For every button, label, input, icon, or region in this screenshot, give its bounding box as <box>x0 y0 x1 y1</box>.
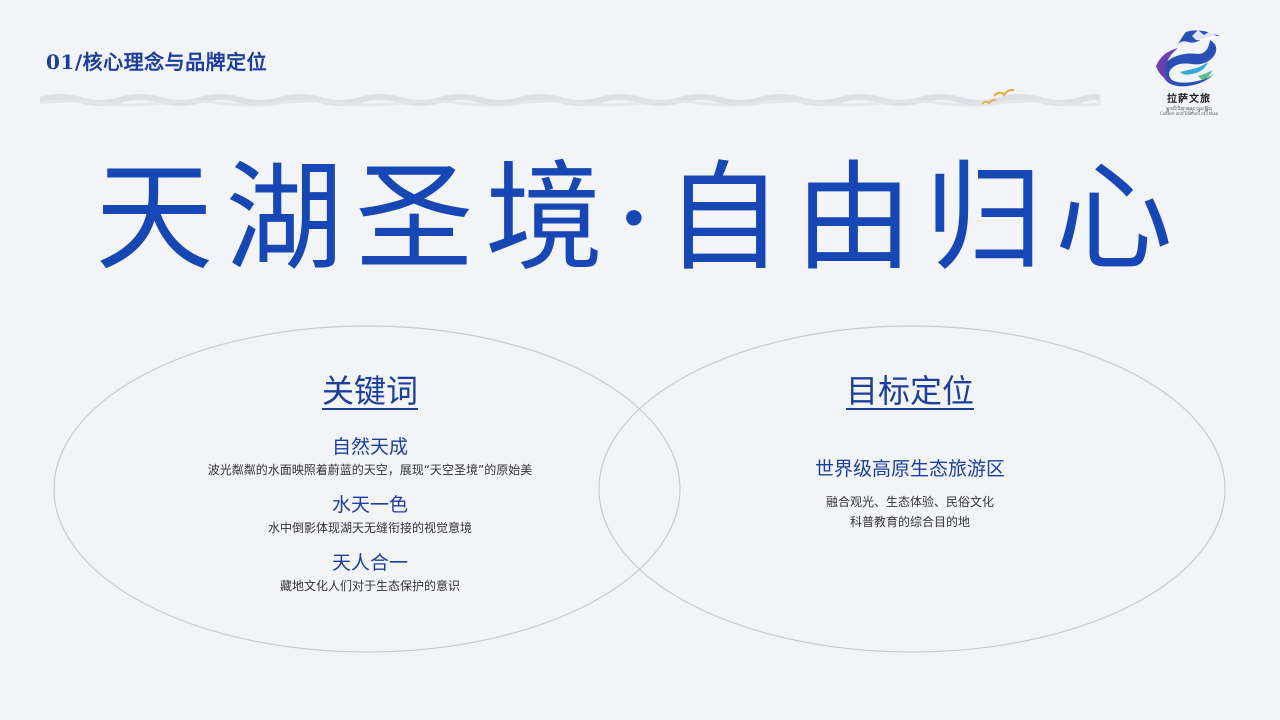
keyword-description: 水中倒影体现湖天无缝衔接的视觉意境 <box>267 521 472 535</box>
target-title: 世界级高原生态旅游区 <box>814 458 1005 480</box>
keyword-item: 水天一色 水中倒影体现湖天无缝衔接的视觉意境 <box>160 492 580 538</box>
left-ellipse <box>53 325 681 653</box>
decorative-wave <box>40 94 1100 107</box>
target-heading: 目标定位 <box>845 372 974 410</box>
target-panel: 目标定位 世界级高原生态旅游区 融合观光、生态体验、民俗文化 科普教育的综合目的… <box>700 368 1120 532</box>
keywords-panel: 关键词 自然天成 波光粼粼的水面映照着蔚蓝的天空，展现“天空圣境”的原始美 水天… <box>160 368 580 608</box>
keyword-item: 自然天成 波光粼粼的水面映照着蔚蓝的天空，展现“天空圣境”的原始美 <box>160 434 580 480</box>
keywords-heading: 关键词 <box>321 372 418 410</box>
logo-english-text: Culture and Tourism of Lhasa <box>1159 111 1219 116</box>
target-description-line: 融合观光、生态体验、民俗文化 <box>825 495 994 509</box>
keyword-title: 天人合一 <box>331 552 408 574</box>
birds-icon <box>981 88 1015 105</box>
keyword-item: 天人合一 藏地文化人们对于生态保护的意识 <box>160 550 580 596</box>
keyword-description: 藏地文化人们对于生态保护的意识 <box>279 579 460 593</box>
lhasa-tourism-logo-icon <box>1156 30 1220 87</box>
keyword-title: 水天一色 <box>331 494 408 516</box>
section-title: 01/核心理念与品牌定位 <box>46 50 268 74</box>
logo-tibetan-text: ལྷ་སའི་རིག་གཞུང་ཡུལ་སྐོར། <box>1165 107 1213 113</box>
logo-chinese-text: 拉萨文旅 <box>1167 94 1211 105</box>
target-description-line: 科普教育的综合目的地 <box>849 515 970 529</box>
right-ellipse <box>598 325 1226 653</box>
keyword-title: 自然天成 <box>331 436 408 458</box>
keyword-description: 波光粼粼的水面映照着蔚蓝的天空，展现“天空圣境”的原始美 <box>207 463 533 477</box>
main-headline: 天湖圣境·自由归心 <box>95 149 1185 287</box>
